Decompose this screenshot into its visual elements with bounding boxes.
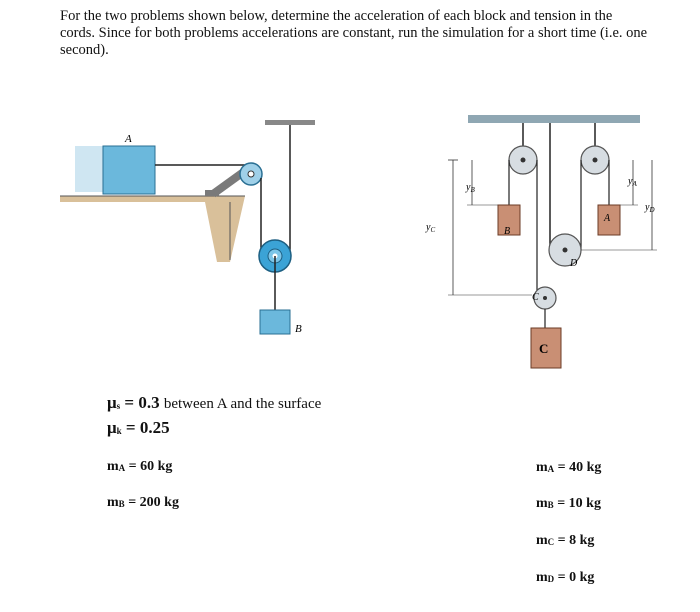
mass-d-problem2: mD = 0 kg [536,570,595,585]
mass-c-problem2: mC = 8 kg [536,533,595,548]
dim-yd-label: yD [644,202,655,214]
block-c-label: C [539,341,548,356]
dim-yb-label: yB [465,182,475,194]
mass-a-problem2: mA = 40 kg [536,460,602,475]
mass-a-problem1: mA = 60 kg [107,459,173,474]
mass-b-problem1: mB = 200 kg [107,495,179,510]
figure-pulley-system: B A D C C yC yB yA yD [425,115,657,369]
block-a [597,204,621,236]
figure-block-on-table: A B [60,120,315,335]
pulley-c-label: C [532,292,539,303]
block-b [259,309,291,335]
block-a-label: A [603,213,611,224]
dim-yc-label: yC [425,222,435,234]
block-a [102,145,156,195]
ceiling-bar [265,120,315,125]
static-friction-coefficient: μs = 0.3 between A and the surface [107,393,322,412]
dim-ya-label: yA [627,176,637,188]
mass-b-problem2: mB = 10 kg [536,496,601,511]
block-b-label: B [504,226,510,237]
kinetic-friction-coefficient: μk = 0.25 [107,418,170,437]
block-c [530,327,562,369]
block-a-label: A [124,133,132,145]
block-b-label: B [295,323,302,335]
table-surface [60,196,245,262]
problem-instructions: For the two problems shown below, determ… [60,8,648,58]
block-b [497,204,521,236]
ceiling-bar [468,115,640,123]
pulley-d-label: D [569,258,578,269]
